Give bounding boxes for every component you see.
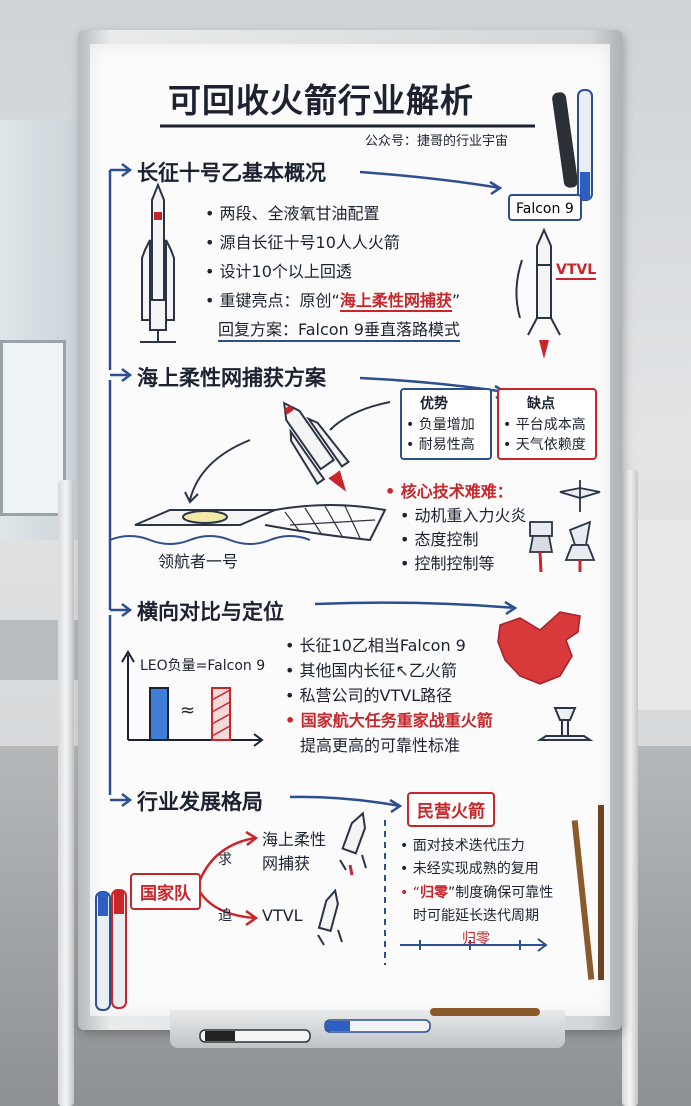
section3-bullet-1: • 长征10乙相当Falcon 9: [285, 636, 466, 655]
falcon9-label: Falcon 9: [516, 201, 574, 217]
national-team-label: 国家队: [140, 884, 191, 904]
seek-label: 求: [218, 852, 232, 868]
cons-box: 缺点 • 平台成本高 • 天气依赖度: [497, 388, 597, 460]
page-subtitle: 公众号：捷哥的行业宇宙: [365, 134, 509, 149]
branch-net-line1: 海上柔性: [262, 830, 327, 849]
private-rocket-title: 民营火箭: [417, 802, 485, 822]
brushes: [571, 805, 604, 980]
approx-sign: ≈: [180, 700, 196, 721]
section3-bullet-2: • 其他国内长征↖乙火箭: [285, 661, 457, 680]
launch-pad-icon: [536, 707, 594, 741]
pros-title: 优势: [420, 396, 448, 412]
private-item-1: • 面对技术迭代压力: [400, 838, 525, 854]
private-item-2: • 未经实现成熟的复用: [400, 861, 539, 877]
cz10b-rocket-drawing: [140, 182, 176, 343]
guiling-line: • “归零”制度确保可靠性: [400, 882, 553, 902]
ship-label: 领航者一号: [158, 552, 239, 571]
net-capture-drawing: [109, 401, 391, 545]
highlight-text: 海上柔性网捕获: [339, 291, 452, 312]
cons-title: 缺点: [527, 396, 555, 412]
engine-icons: [528, 480, 601, 573]
industry-arrows: [198, 830, 259, 927]
guiling-timeline: [400, 938, 548, 952]
section2-heading: 海上柔性网捕获方案: [137, 366, 326, 390]
core-item-3: • 控制控制等: [400, 554, 495, 573]
chart-label: LEO负量=Falcon 9: [140, 658, 266, 674]
pros-item-1: • 负量增加: [406, 417, 475, 433]
stand-left-leg: [58, 480, 74, 1106]
falcon9-rocket-drawing: [515, 227, 561, 359]
cons-item-2: • 天气依赖度: [503, 437, 586, 453]
cons-item-1: • 平台成本高: [503, 417, 586, 433]
section1-recovery: 回复方案：Falcon 9垂直落路模式: [218, 316, 460, 342]
section3-heading: 横向对比与定位: [137, 600, 284, 624]
guiling-prefix: • “: [400, 885, 420, 901]
section3-last-line: 提高更高的可靠性标准: [300, 736, 461, 755]
national-team-box: 国家队: [130, 873, 201, 910]
stand-right-leg: [622, 470, 638, 1106]
highlight-suffix: ”: [451, 291, 461, 310]
timeline-label: 归零: [462, 931, 490, 947]
page-title: 可回收火箭行业解析: [168, 81, 474, 120]
section1-bullet-3: • 设计10个以上回透: [205, 262, 352, 281]
office-window: [0, 340, 66, 516]
branch-vtvl: VTVL: [262, 906, 303, 925]
pros-item-2: • 耐易性高: [406, 437, 475, 453]
section1-heading: 长征十号乙基本概况: [137, 161, 326, 185]
leo-bar-chart: [121, 650, 264, 747]
tray-markers: [199, 1008, 540, 1043]
guiling-suffix: ”制度确保可靠性: [447, 885, 554, 901]
vtvl-label: VTVL: [556, 262, 597, 280]
core-tech-title: • 核心技术难难：: [385, 482, 513, 501]
section1-bullet-1: • 两段、全液氧甘油配置: [205, 204, 380, 223]
section1-highlight: • 重键亮点：原创“海上柔性网捕获”: [205, 287, 461, 312]
markers-bottom-left: [95, 889, 127, 1011]
section3-bullet-3: • 私营公司的VTVL路径: [285, 686, 453, 705]
section3-red-bullet: • 国家航大任务重家战重火箭: [285, 711, 493, 730]
section1-bullet-2: • 源自长征十号10人人火箭: [205, 233, 400, 252]
private-rocket-box: 民营火箭: [407, 792, 495, 827]
section4-rocket-2: [317, 888, 343, 946]
guiling-word: 归零: [419, 885, 448, 901]
core-item-1: • 动机重入力火炎: [400, 506, 527, 525]
branch-net-line2: 网捕获: [262, 854, 311, 873]
highlight-prefix: • 重键亮点：原创“: [205, 291, 340, 310]
china-map-icon: [497, 611, 581, 685]
markers-top-right: [552, 89, 593, 201]
section4-heading: 行业发展格局: [137, 790, 263, 814]
falcon9-label-box: Falcon 9: [508, 194, 582, 221]
core-item-2: • 态度控制: [400, 530, 479, 549]
guiling-line2: 时可能延长迭代周期: [413, 908, 539, 924]
chase-label: 追: [218, 908, 232, 924]
pros-box: 优势 • 负量增加 • 耐易性高: [400, 388, 492, 460]
section4-rocket-1: [339, 811, 367, 876]
